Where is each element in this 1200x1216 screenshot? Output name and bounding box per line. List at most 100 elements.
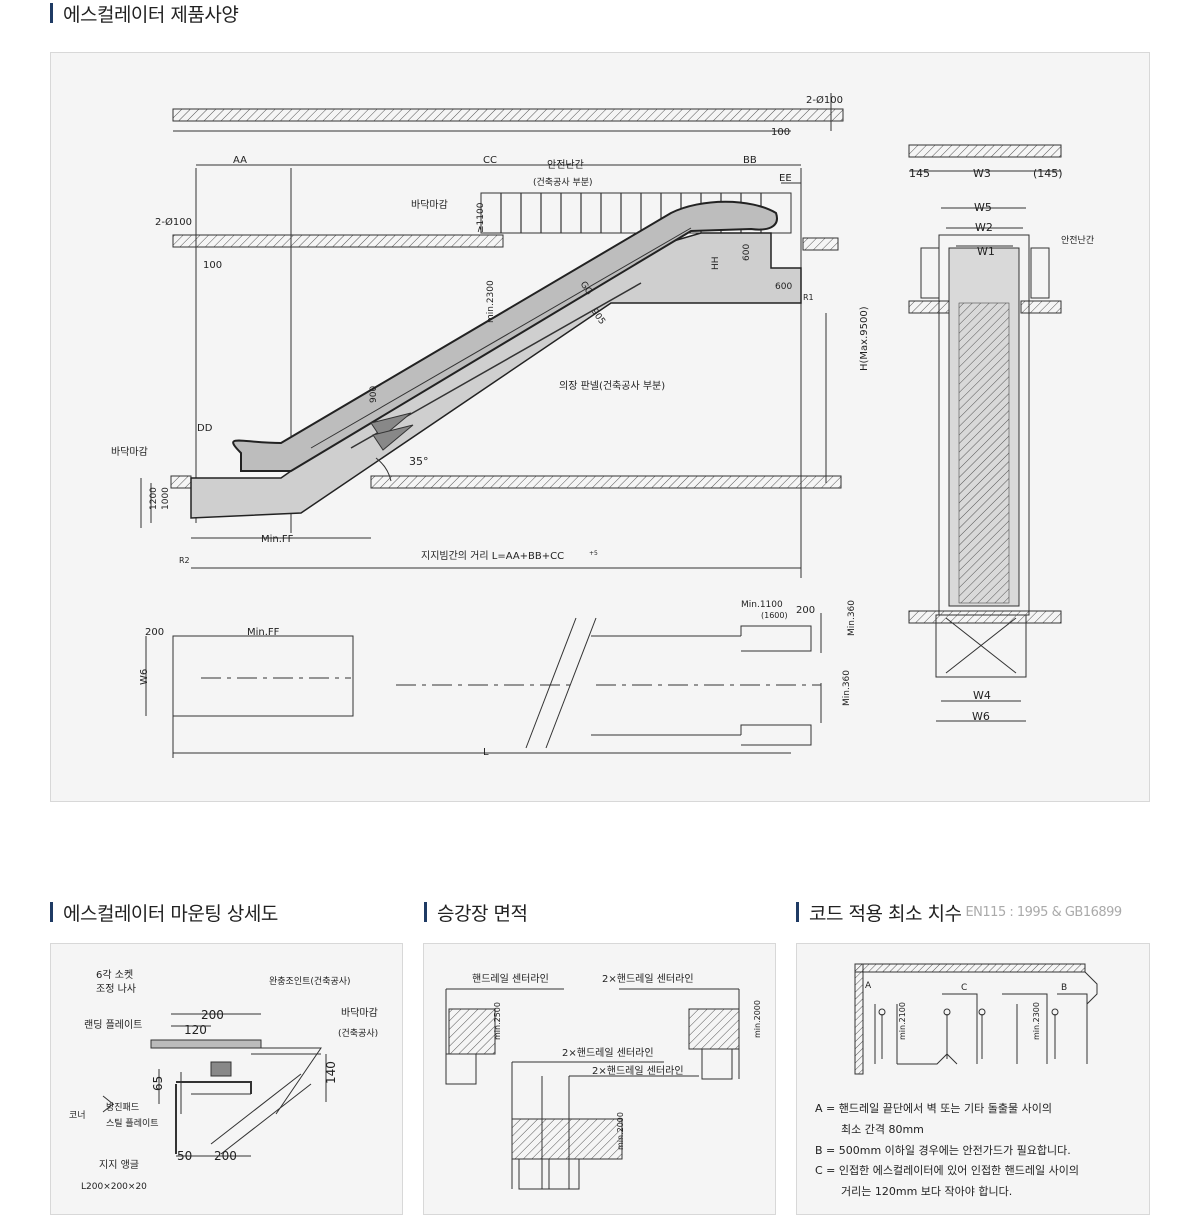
label-support-angle: 지지 앵글 bbox=[99, 1159, 139, 1171]
side-dim-w3: W3 bbox=[973, 167, 991, 180]
dim-aa: AA bbox=[233, 155, 247, 166]
dim-cc: CC bbox=[483, 155, 497, 166]
dim-65: 65 bbox=[151, 1076, 165, 1091]
landing-labels: 핸드레일 센터라인 2×핸드레일 센터라인 2×핸드레일 센터라인 2×핸드레일… bbox=[472, 973, 762, 1150]
code-min-dimension-drawing: A C B min.2100 min.2300 A = 핸드레일 끝단에서 벽 … bbox=[815, 963, 1098, 1198]
dim-min2000-a: min.2000 bbox=[753, 1000, 762, 1038]
side-guard-left bbox=[920, 247, 940, 299]
code-label-a: A bbox=[865, 981, 872, 991]
dim-120: 120 bbox=[184, 1023, 207, 1037]
side-dim-w6: W6 bbox=[972, 710, 990, 723]
cladding-label: 의장 판넬(건축공사 부분) bbox=[559, 380, 665, 392]
label-hr-center-2x-c: 2×핸드레일 센터라인 bbox=[592, 1065, 684, 1077]
label-corner: 코너 bbox=[69, 1110, 86, 1121]
floor-finish-top: 바닥마감 bbox=[411, 199, 448, 211]
landing-block-right bbox=[688, 1008, 740, 1050]
code-ceiling bbox=[854, 963, 1086, 973]
landing-area-drawing: 핸드레일 센터라인 2×핸드레일 센터라인 2×핸드레일 센터라인 2×핸드레일… bbox=[445, 973, 762, 1190]
mounting-detail-drawing: 6각 소켓 조정 나사 완충조인트(건축공사) 200 120 바닥마감 (건축… bbox=[69, 969, 378, 1192]
spec-dimension-labels: 2-Ø100 100 AA CC BB EE 안전난간 (건축공사 부분) 바닥… bbox=[111, 94, 1094, 758]
label-buffer-joint: 완충조인트(건축공사) bbox=[269, 976, 351, 987]
dim-hmax: H(Max.9500) bbox=[859, 306, 870, 371]
dim-1100: ≥1100 bbox=[476, 202, 486, 233]
code-note-a1: A = 핸드레일 끝단에서 벽 또는 기타 돌출물 사이의 bbox=[815, 1101, 1052, 1115]
label-floor-finish: 바닥마감 bbox=[341, 1007, 378, 1019]
support-distance: 지지빔간의 거리 L=AA+BB+CC bbox=[421, 550, 564, 562]
label-hr-center: 핸드레일 센터라인 bbox=[472, 973, 549, 985]
label-hr-center-2x-a: 2×핸드레일 센터라인 bbox=[602, 973, 694, 985]
mount-section-title: 에스컬레이터 마운팅 상세도 bbox=[50, 899, 278, 925]
side-steps bbox=[958, 302, 1010, 604]
dim-140: 140 bbox=[324, 1061, 338, 1084]
dim-200: 200 bbox=[201, 1008, 224, 1022]
dim-1000: 1000 bbox=[161, 487, 171, 510]
dim-dd: DD bbox=[197, 423, 213, 434]
label-floor-finish-note: (건축공사) bbox=[338, 1028, 378, 1039]
dim-2phi100-top: 2-Ø100 bbox=[806, 94, 843, 106]
label-anti-vib: 방진패드 bbox=[106, 1102, 139, 1113]
code-min2100: min.2100 bbox=[898, 1002, 907, 1040]
floor-finish-bottom: 바닥마감 bbox=[111, 446, 148, 458]
plan-dim-1600: (1600) bbox=[761, 611, 788, 620]
plan-dim-200: 200 bbox=[145, 627, 164, 638]
dim-2phi100-left: 2-Ø100 bbox=[155, 216, 192, 228]
support-tolerance: +5 bbox=[589, 550, 598, 557]
code-note-c2: 거리는 120mm 보다 작아야 합니다. bbox=[841, 1185, 1012, 1198]
guard-note: (건축공사 부분) bbox=[533, 177, 593, 188]
plan-dim-minff: Min.FF bbox=[247, 627, 280, 638]
code-title-text: 코드 적용 최소 치수 bbox=[809, 902, 962, 925]
dim-min2000-b: min.2000 bbox=[616, 1112, 625, 1150]
label-angle-size: L200×200×20 bbox=[81, 1182, 147, 1192]
code-section-title: 코드 적용 최소 치수 EN115 : 1995 & GB16899 bbox=[796, 899, 1122, 925]
landing-title-text: 승강장 면적 bbox=[437, 902, 528, 925]
dim-min2500: min.2500 bbox=[493, 1002, 502, 1040]
code-subtitle-text: EN115 : 1995 & GB16899 bbox=[965, 904, 1122, 920]
mount-title-text: 에스컬레이터 마운팅 상세도 bbox=[63, 902, 278, 925]
side-dim-w2: W2 bbox=[975, 221, 993, 234]
mount-drawing-panel: 6각 소켓 조정 나사 완충조인트(건축공사) 200 120 바닥마감 (건축… bbox=[50, 943, 403, 1215]
spec-title-text: 에스컬레이터 제품사양 bbox=[63, 3, 239, 26]
landing-section-title: 승강장 면적 bbox=[424, 899, 528, 925]
side-top-slab bbox=[908, 144, 1062, 158]
label-adjust-screw: 조정 나사 bbox=[96, 983, 136, 995]
dim-1200: 1200 bbox=[149, 487, 159, 510]
plan-dim-w6: W6 bbox=[139, 669, 150, 685]
code-drawing-panel: A C B min.2100 min.2300 A = 핸드레일 끝단에서 벽 … bbox=[796, 943, 1150, 1215]
code-wall bbox=[854, 963, 864, 1075]
code-note-a2: 최소 간격 80mm bbox=[841, 1123, 924, 1136]
side-dim-w4: W4 bbox=[973, 689, 991, 702]
plan-dim-200r: 200 bbox=[796, 605, 815, 616]
label-steel-plate: 스틸 플레이트 bbox=[106, 1118, 159, 1129]
landing-block-left bbox=[448, 1008, 496, 1055]
escalator-truss bbox=[190, 232, 802, 519]
dim-100-left: 100 bbox=[203, 260, 222, 271]
spec-drawing-panel: 2-Ø100 100 AA CC BB EE 안전난간 (건축공사 부분) 바닥… bbox=[50, 52, 1150, 802]
upper-floor-left bbox=[172, 234, 504, 248]
side-dim-145: 145 bbox=[909, 167, 930, 180]
title-marker bbox=[50, 902, 53, 922]
dim-bb: BB bbox=[743, 155, 757, 166]
code-notes: A = 핸드레일 끝단에서 벽 또는 기타 돌출물 사이의 최소 간격 80mm… bbox=[815, 1101, 1079, 1198]
landing-block-center bbox=[511, 1118, 623, 1160]
code-note-c1: C = 인접한 에스컬레이터에 있어 인접한 핸드레일 사이의 bbox=[815, 1163, 1079, 1177]
dim-ee: EE bbox=[779, 173, 792, 184]
plan-lower-landing bbox=[172, 635, 354, 717]
dim-r1: R1 bbox=[803, 293, 814, 302]
dim-minff: Min.FF bbox=[261, 534, 294, 545]
code-labels: A C B min.2100 min.2300 bbox=[865, 981, 1067, 1040]
mount-labels: 6각 소켓 조정 나사 완충조인트(건축공사) 200 120 바닥마감 (건축… bbox=[69, 969, 378, 1192]
side-dim-w1: W1 bbox=[977, 245, 995, 258]
code-label-c: C bbox=[961, 983, 967, 993]
side-dim-145p: (145) bbox=[1033, 167, 1063, 180]
upper-floor-right bbox=[802, 237, 839, 251]
dim-min2300: min.2300 bbox=[486, 280, 496, 323]
dim-35: 35° bbox=[409, 455, 429, 468]
landing-drawing-panel: 핸드레일 센터라인 2×핸드레일 센터라인 2×핸드레일 센터라인 2×핸드레일… bbox=[423, 943, 776, 1215]
plan-dim-l: L bbox=[483, 747, 489, 758]
title-marker bbox=[50, 3, 53, 23]
plan-dim-min360b: Min.360 bbox=[842, 670, 852, 706]
escalator-spec-drawing: 2-Ø100 100 AA CC BB EE 안전난간 (건축공사 부분) 바닥… bbox=[111, 93, 1094, 758]
title-marker bbox=[424, 902, 427, 922]
dim-50: 50 bbox=[177, 1149, 192, 1163]
adjust-bolt bbox=[210, 1061, 232, 1077]
